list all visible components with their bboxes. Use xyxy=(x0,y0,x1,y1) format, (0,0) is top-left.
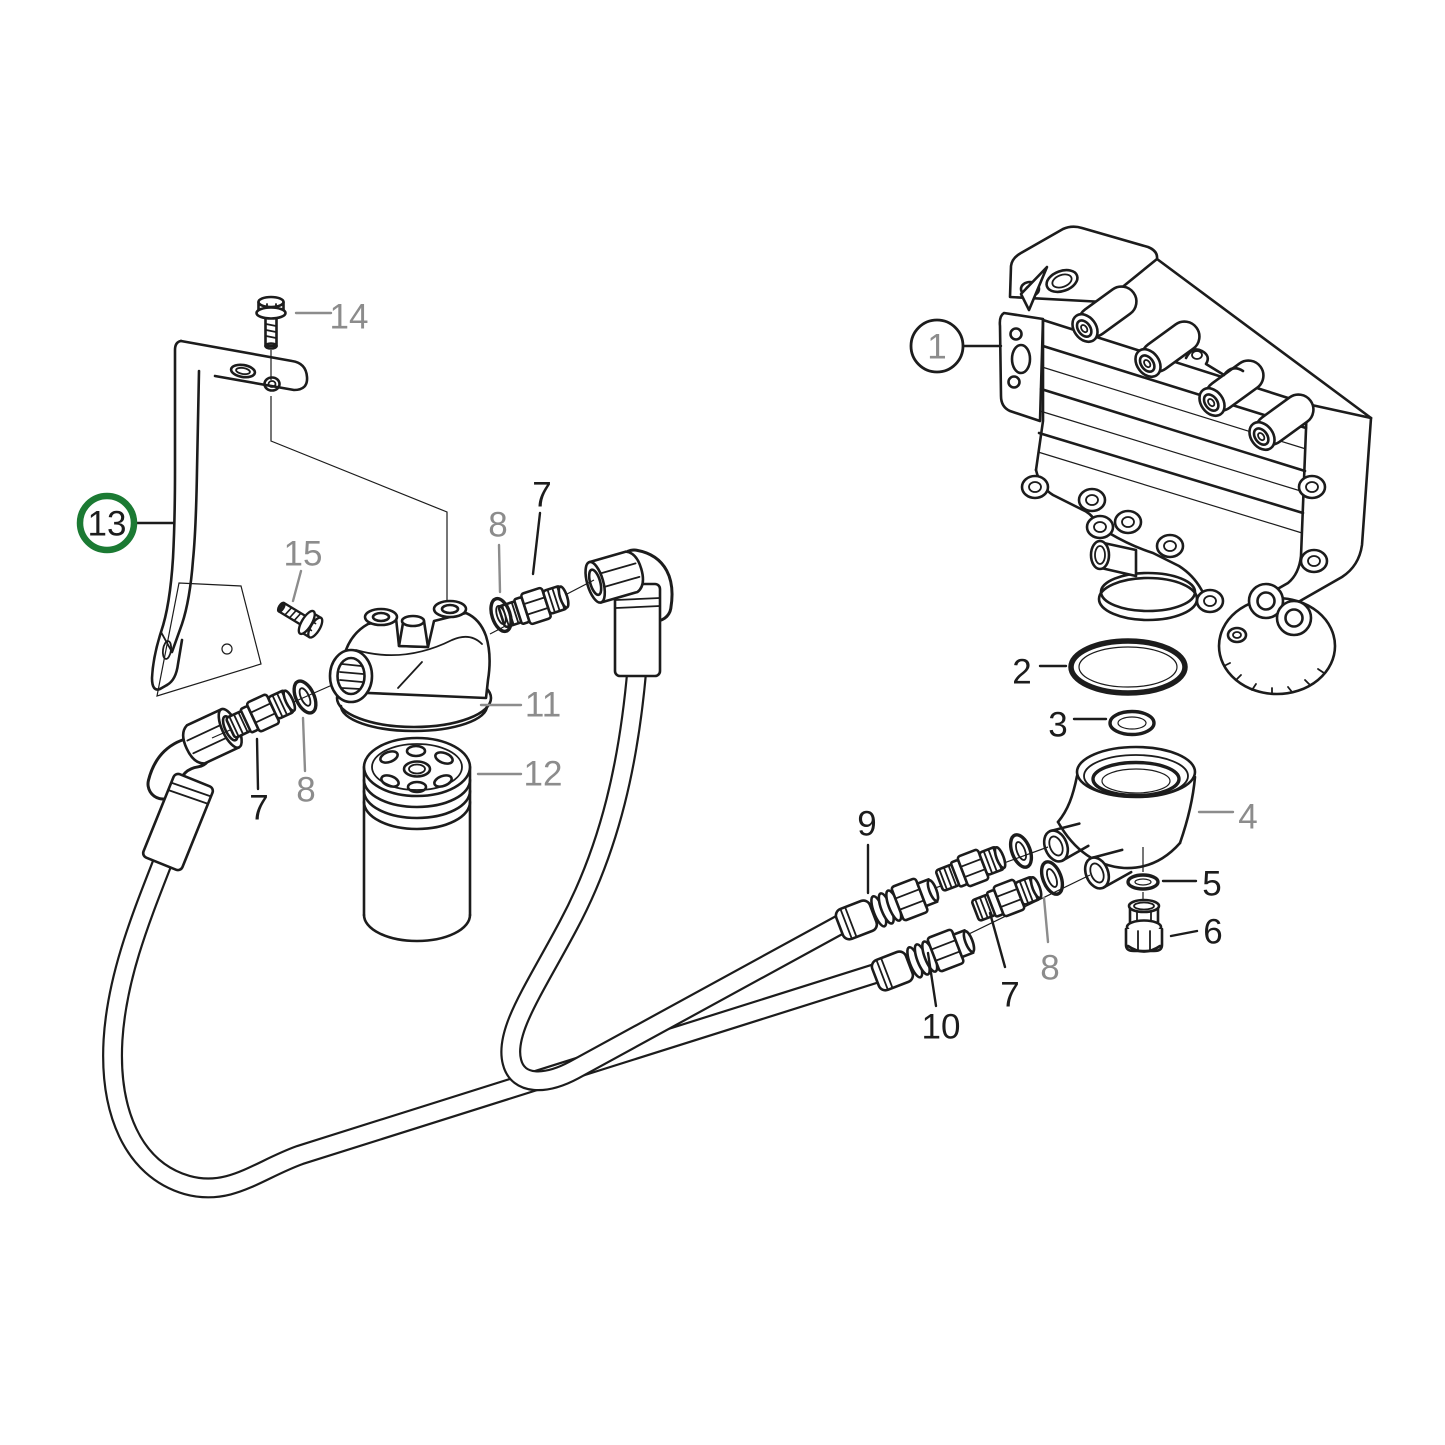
part-elbow-right xyxy=(580,547,674,678)
part-bracket xyxy=(150,339,448,697)
callout-9[interactable]: 9 xyxy=(857,805,877,895)
part-elbow-left xyxy=(141,704,248,872)
callout-7-left[interactable]: 7 xyxy=(249,737,269,828)
callout-11[interactable]: 11 xyxy=(479,686,561,725)
callout-3[interactable]: 3 xyxy=(1048,706,1108,745)
callout-label-6: 6 xyxy=(1203,913,1222,952)
callout-10[interactable]: 10 xyxy=(922,951,961,1047)
callout-5[interactable]: 5 xyxy=(1161,865,1222,904)
callout-label-8-right: 8 xyxy=(1040,949,1059,988)
callout-circle-1 xyxy=(909,318,965,374)
callout-7-right[interactable]: 7 xyxy=(988,911,1020,1015)
part-filter-head xyxy=(211,579,595,739)
callout-14[interactable]: 14 xyxy=(294,298,369,337)
callout-label-4: 4 xyxy=(1238,798,1257,837)
callout-12[interactable]: 12 xyxy=(476,755,563,794)
part-nipple-left xyxy=(222,683,301,745)
callout-7-top[interactable]: 7 xyxy=(531,476,552,576)
leader-10 xyxy=(926,951,938,1008)
part-bolt-14 xyxy=(255,295,287,380)
part-oil-cooler-assembly xyxy=(998,225,1373,696)
part-hose-left xyxy=(102,845,888,1199)
leader-8-left xyxy=(301,716,307,773)
callout-1[interactable]: 1 xyxy=(909,318,1003,374)
callout-label-8-left: 8 xyxy=(296,771,315,810)
callout-6[interactable]: 6 xyxy=(1169,913,1223,952)
part-filter-cartridge xyxy=(362,736,472,943)
callout-label-3: 3 xyxy=(1048,706,1067,745)
callout-label-15: 15 xyxy=(284,535,323,574)
part-plug-6 xyxy=(1124,898,1164,953)
leader-8-right xyxy=(1042,896,1050,944)
callout-label-11: 11 xyxy=(525,686,561,725)
callout-8-top[interactable]: 8 xyxy=(488,506,508,594)
callout-label-13: 13 xyxy=(88,505,127,544)
callout-label-12: 12 xyxy=(524,755,563,794)
part-adapter-housing xyxy=(1042,745,1197,890)
callout-label-7-left: 7 xyxy=(249,789,268,828)
callout-label-14: 14 xyxy=(330,298,369,337)
callout-2[interactable]: 2 xyxy=(1012,653,1068,692)
callout-label-9: 9 xyxy=(857,805,876,844)
leader-7-top xyxy=(531,511,542,576)
callout-label-8-top: 8 xyxy=(488,506,507,545)
leader-7-right xyxy=(988,911,1007,969)
leader-7-left xyxy=(255,737,260,791)
callout-label-10: 10 xyxy=(922,1008,961,1047)
part-connector-9 xyxy=(831,871,944,945)
leader-8-top xyxy=(497,543,502,594)
callout-label-7-top: 7 xyxy=(532,476,551,515)
part-connector-10 xyxy=(867,922,980,996)
part-o-ring-large xyxy=(1068,638,1188,696)
part-o-ring-small xyxy=(1108,709,1156,737)
part-hose-right xyxy=(500,657,854,1092)
callout-label-7-right: 7 xyxy=(1000,976,1019,1015)
part-sealing-ring-5 xyxy=(1126,873,1160,891)
callout-8-left[interactable]: 8 xyxy=(296,716,316,810)
part-bolt-15 xyxy=(271,593,328,643)
callout-8-right[interactable]: 8 xyxy=(1040,896,1060,988)
leader-15 xyxy=(291,569,303,603)
callout-4[interactable]: 4 xyxy=(1197,798,1258,837)
callout-label-2: 2 xyxy=(1012,653,1031,692)
part-seal-right-a xyxy=(1004,830,1038,872)
callout-13-selected[interactable]: 13 xyxy=(76,492,175,554)
callout-label-5: 5 xyxy=(1202,865,1221,904)
callout-circle-13-green xyxy=(76,492,138,554)
callout-15[interactable]: 15 xyxy=(284,535,323,603)
callout-label-1: 1 xyxy=(927,328,946,367)
leader-6 xyxy=(1169,929,1199,938)
